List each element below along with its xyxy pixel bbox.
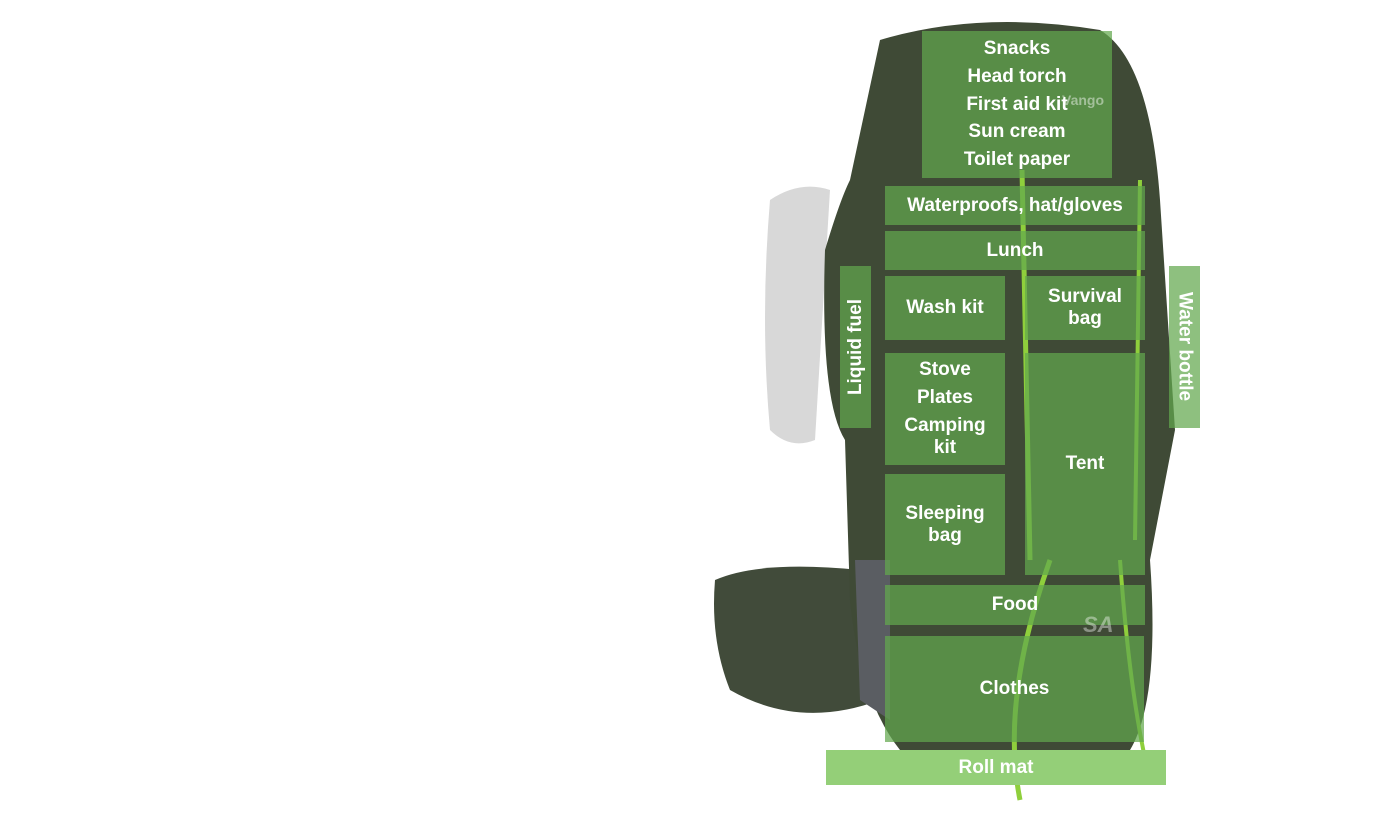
label-head-torch: Head torch	[967, 65, 1067, 87]
waterproofs-compartment: Waterproofs, hat/gloves	[885, 186, 1145, 225]
label-sleeping: Sleeping	[905, 502, 985, 524]
label-sun-cream: Sun cream	[968, 121, 1066, 143]
survival-bag-compartment: Survival bag	[1025, 276, 1145, 340]
side-pocket	[855, 560, 890, 720]
label-wash-kit: Wash kit	[906, 297, 984, 319]
label-bag: bag	[1068, 308, 1102, 329]
label-tent: Tent	[1065, 453, 1105, 475]
roll-mat-strap: Roll mat	[826, 750, 1166, 785]
label-water-bottle: Water bottle	[1174, 292, 1196, 402]
tent-compartment: Tent	[1025, 353, 1145, 575]
model-logo: SA	[1083, 612, 1114, 637]
stove-compartment: Stove Plates Camping kit	[885, 353, 1005, 465]
label-bag: bag	[928, 524, 962, 546]
wash-kit-compartment: Wash kit	[885, 276, 1005, 340]
clothes-compartment: Clothes	[885, 636, 1144, 742]
food-compartment: Food	[885, 585, 1145, 625]
label-survival: Survival	[1048, 286, 1122, 308]
label-plates: Plates	[917, 387, 973, 409]
label-food: Food	[991, 594, 1039, 616]
label-toilet-paper: Toilet paper	[963, 149, 1071, 171]
label-snacks: Snacks	[983, 37, 1051, 59]
label-clothes: Clothes	[979, 678, 1050, 700]
liquid-fuel-pocket: Liquid fuel	[840, 266, 871, 428]
lid-compartment: Snacks Head torch First aid kit Sun crea…	[922, 31, 1112, 178]
label-first-aid-kit: First aid kit	[966, 93, 1068, 115]
hip-belt	[714, 566, 880, 713]
sleeping-bag-compartment: Sleeping bag	[885, 474, 1005, 575]
label-roll-mat: Roll mat	[958, 756, 1034, 778]
label-camping: Camping	[904, 415, 986, 436]
brand-logo: Vango	[1062, 92, 1105, 108]
shoulder-strap	[765, 186, 830, 444]
label-liquid-fuel: Liquid fuel	[844, 298, 866, 396]
label-stove: Stove	[919, 359, 971, 381]
water-bottle-pocket: Water bottle	[1169, 266, 1200, 428]
lunch-compartment: Lunch	[885, 231, 1145, 270]
label-waterproofs: Waterproofs, hat/gloves	[907, 194, 1123, 216]
label-lunch: Lunch	[986, 239, 1044, 261]
label-kit: kit	[933, 436, 957, 458]
